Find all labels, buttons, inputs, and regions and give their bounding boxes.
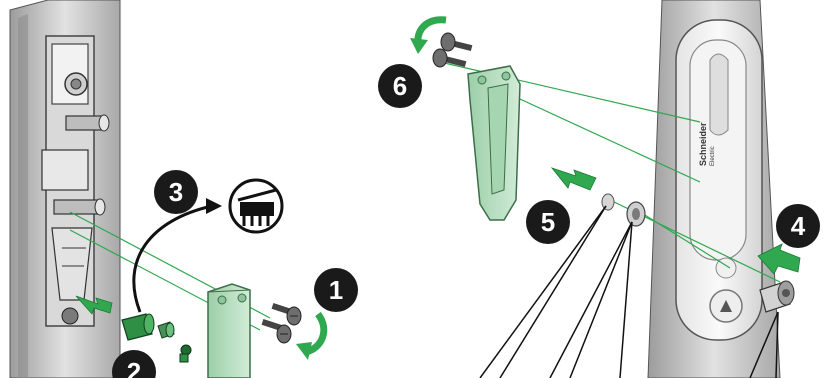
step-number-6: 6 (393, 71, 407, 101)
step-number-2: 2 (127, 357, 141, 378)
step-number-3: 3 (169, 177, 183, 207)
step-badge-3: 3 (154, 170, 198, 214)
door-handle: Schneider Electric (676, 20, 762, 340)
removed-nut-part (158, 322, 174, 338)
right-mint-bracket (468, 66, 520, 220)
discard-bin-icon (230, 180, 282, 232)
screw-upper (272, 303, 301, 325)
step-number-5: 5 (541, 207, 555, 237)
screw-lower (262, 319, 291, 343)
right-nut-part (627, 202, 645, 226)
brand-logo-text: Schneider (698, 122, 708, 166)
step-badge-6: 6 (378, 64, 422, 108)
push-arrow-step5-icon (552, 168, 596, 190)
brand-logo-sub: Electric (710, 146, 716, 166)
step-badge-4: 4 (776, 204, 820, 248)
removed-cylinder-part (122, 314, 154, 340)
step-number-1: 1 (329, 275, 343, 305)
left-mint-cover (208, 284, 250, 378)
removed-pin-part (180, 345, 191, 362)
screw-top-1 (441, 33, 472, 51)
step-badge-5: 5 (526, 200, 570, 244)
right-washer-part (602, 194, 614, 210)
step-number-4: 4 (791, 211, 806, 241)
step-badge-1: 1 (314, 268, 358, 312)
